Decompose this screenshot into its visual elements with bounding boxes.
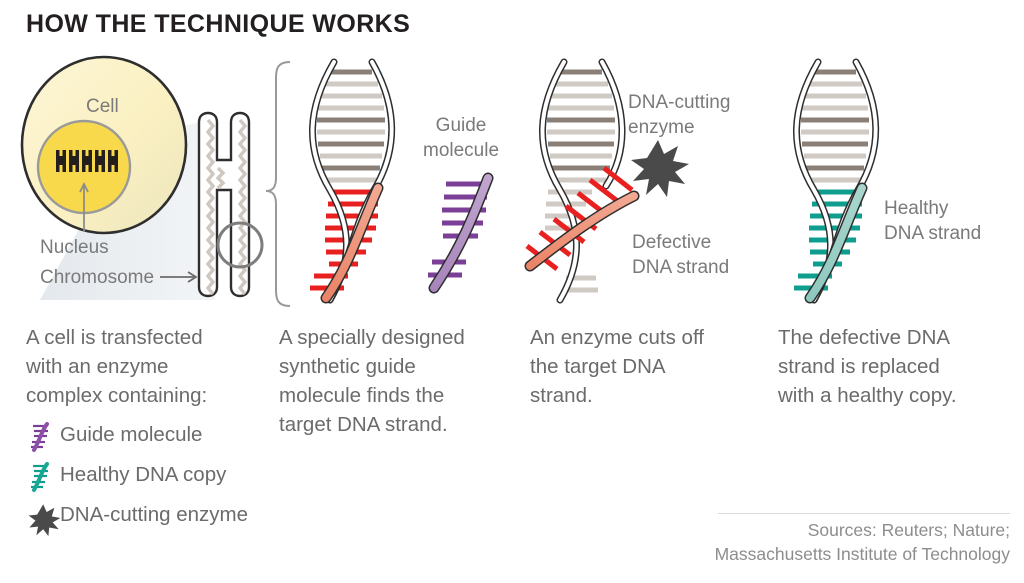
label-defective-dna-strand: Defective DNA strand bbox=[632, 232, 730, 278]
step-caption-2: A specially designed synthetic guide mol… bbox=[279, 326, 465, 436]
legend-label: Healthy DNA copy bbox=[60, 463, 227, 486]
step-caption-3: An enzyme cuts off the target DNA strand… bbox=[530, 326, 704, 407]
dna-cutting-enzyme-icon bbox=[26, 500, 61, 537]
legend-item-dna-cutting-enzyme: DNA-cutting enzyme bbox=[26, 500, 276, 537]
step-caption-4: The defective DNA strand is replaced wit… bbox=[778, 326, 957, 407]
label-cell: Cell bbox=[86, 96, 119, 117]
healthy-dna-copy-icon bbox=[26, 460, 60, 494]
guide-molecule-icon bbox=[26, 420, 60, 454]
chromosome-illustration bbox=[197, 111, 264, 298]
dna-helix-cut bbox=[524, 58, 689, 304]
label-nucleus: Nucleus bbox=[40, 237, 109, 258]
step-caption-1: A cell is transfected with an enzyme com… bbox=[26, 326, 208, 407]
legend-item-guide-molecule: Guide molecule bbox=[26, 420, 276, 454]
sources-note: Sources: Reuters; Nature; Massachusetts … bbox=[714, 520, 1010, 564]
label-guide-molecule: Guide molecule bbox=[423, 115, 500, 161]
dna-cutting-enzyme-icon bbox=[631, 140, 689, 197]
label-chromosome: Chromosome bbox=[40, 267, 155, 288]
legend: Guide molecule Healthy DNA copy bbox=[26, 420, 276, 540]
label-dna-cutting-enzyme: DNA-cutting enzyme bbox=[628, 92, 731, 138]
magnify-brace bbox=[265, 61, 291, 307]
page-title: HOW THE TECHNIQUE WORKS bbox=[26, 10, 411, 38]
label-healthy-dna-strand: Healthy DNA strand bbox=[884, 198, 982, 244]
guide-molecule-illustration bbox=[428, 172, 494, 294]
dna-helix-healthy bbox=[793, 58, 880, 304]
sources-divider bbox=[718, 513, 1010, 514]
nucleus-chromosomes bbox=[56, 150, 118, 172]
cell-illustration bbox=[20, 55, 188, 235]
bottom-edge bbox=[0, 580, 1024, 583]
nucleus-pointer-arrow bbox=[79, 181, 89, 232]
chromosome-pointer-arrow bbox=[160, 271, 198, 283]
legend-label: DNA-cutting enzyme bbox=[60, 503, 248, 526]
legend-label: Guide molecule bbox=[60, 423, 203, 446]
legend-item-healthy-dna-copy: Healthy DNA copy bbox=[26, 460, 276, 494]
dna-helix-target bbox=[309, 58, 396, 304]
